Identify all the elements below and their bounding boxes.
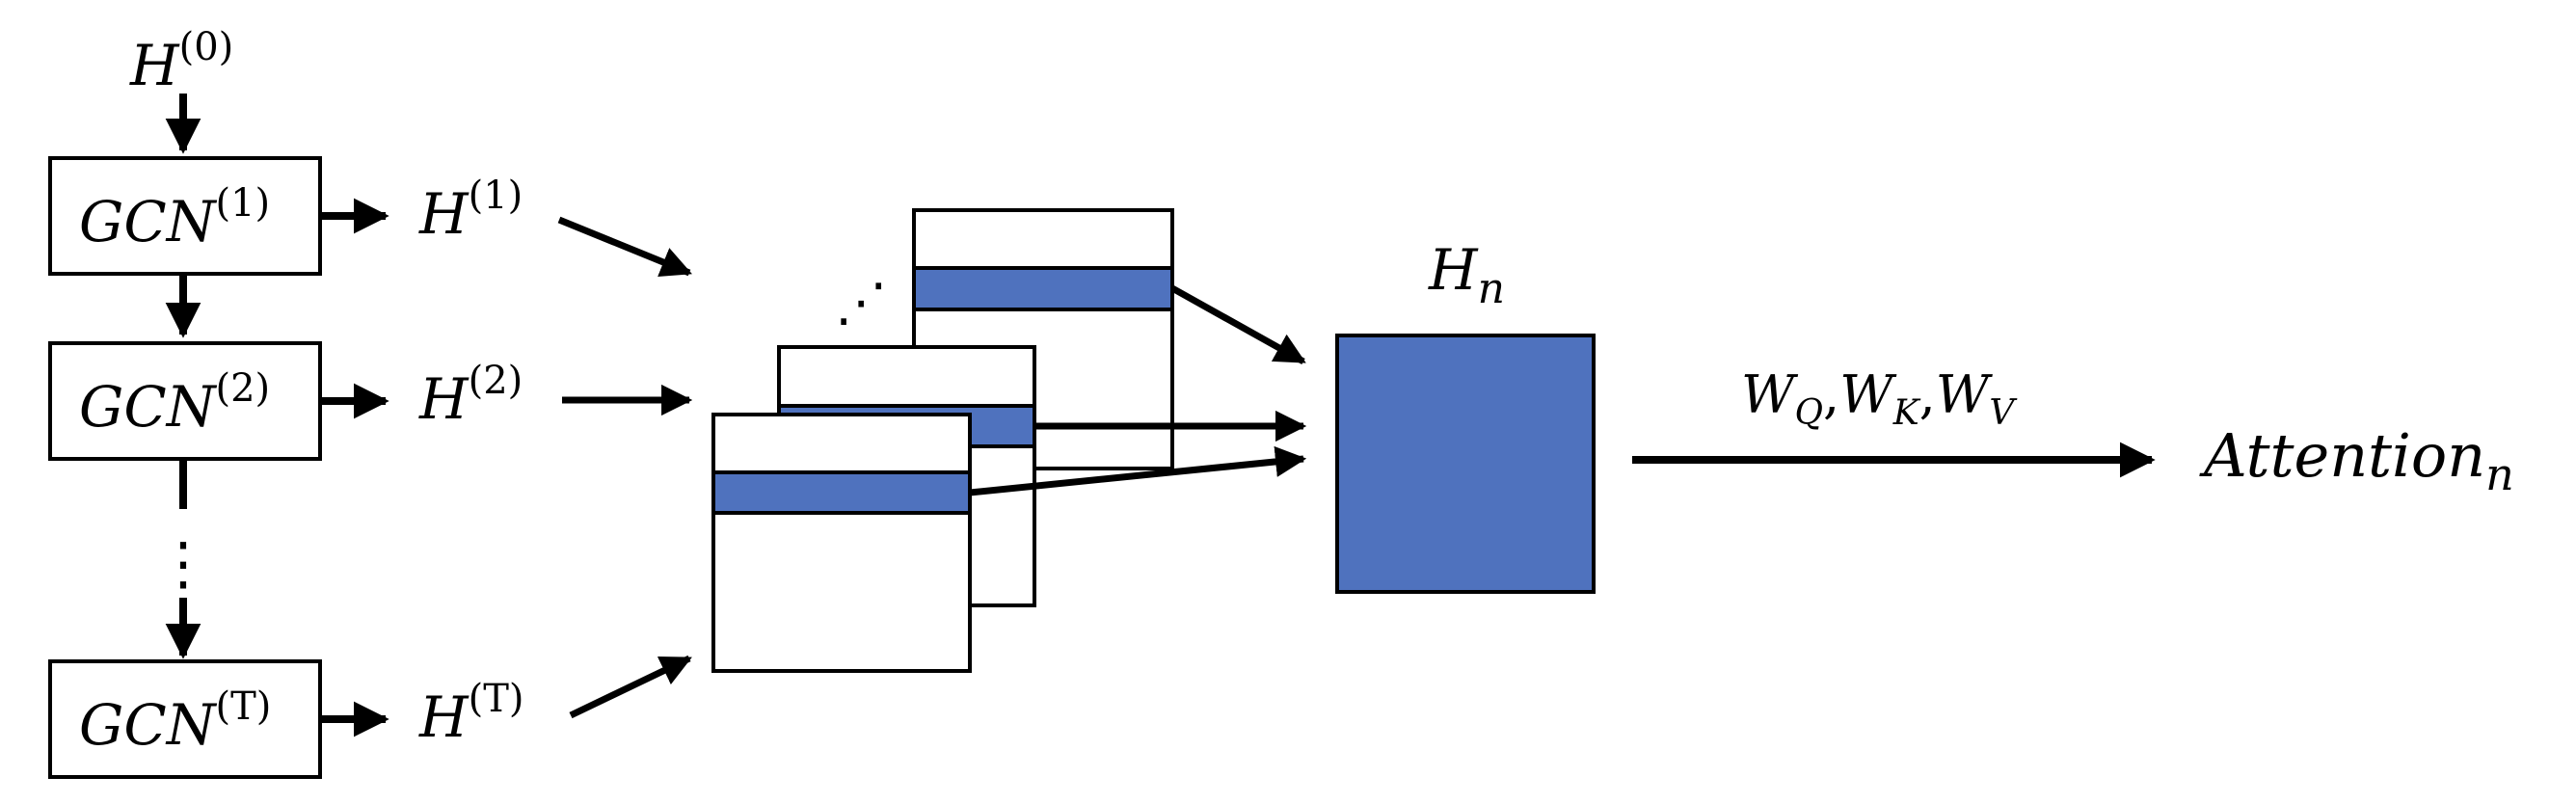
gcn-layer-2-label: GCN(2)	[79, 366, 270, 440]
vertical-ellipsis: ⋮	[154, 530, 212, 598]
node-matrix	[1335, 334, 1596, 594]
front-row-to-hn-arrow	[969, 445, 1307, 496]
output-label-2: H(2)	[418, 359, 523, 432]
stack-matrix-front-row	[711, 470, 972, 515]
output-1-to-stack-arrow	[557, 216, 692, 277]
stack-matrix-back-row	[912, 266, 1174, 311]
output-t-to-stack-arrow	[569, 655, 692, 719]
input-label: H(0)	[129, 25, 233, 98]
output-label-1: H(1)	[418, 174, 523, 247]
gcn-layer-1-label: GCN(1)	[79, 181, 270, 255]
output-label-t: H(T)	[418, 677, 523, 750]
projection-label: WQ,WK,WV	[1741, 364, 2018, 433]
back-row-to-hn-arrow	[1170, 284, 1306, 365]
stack-matrix-front	[711, 413, 972, 673]
attention-output-label: Attentionn	[2199, 420, 2514, 500]
node-matrix-label: Hn	[1428, 237, 1505, 313]
gcn-layer-t-label: GCN(T)	[79, 684, 271, 758]
diagonal-ellipsis: ⋰	[835, 272, 887, 333]
